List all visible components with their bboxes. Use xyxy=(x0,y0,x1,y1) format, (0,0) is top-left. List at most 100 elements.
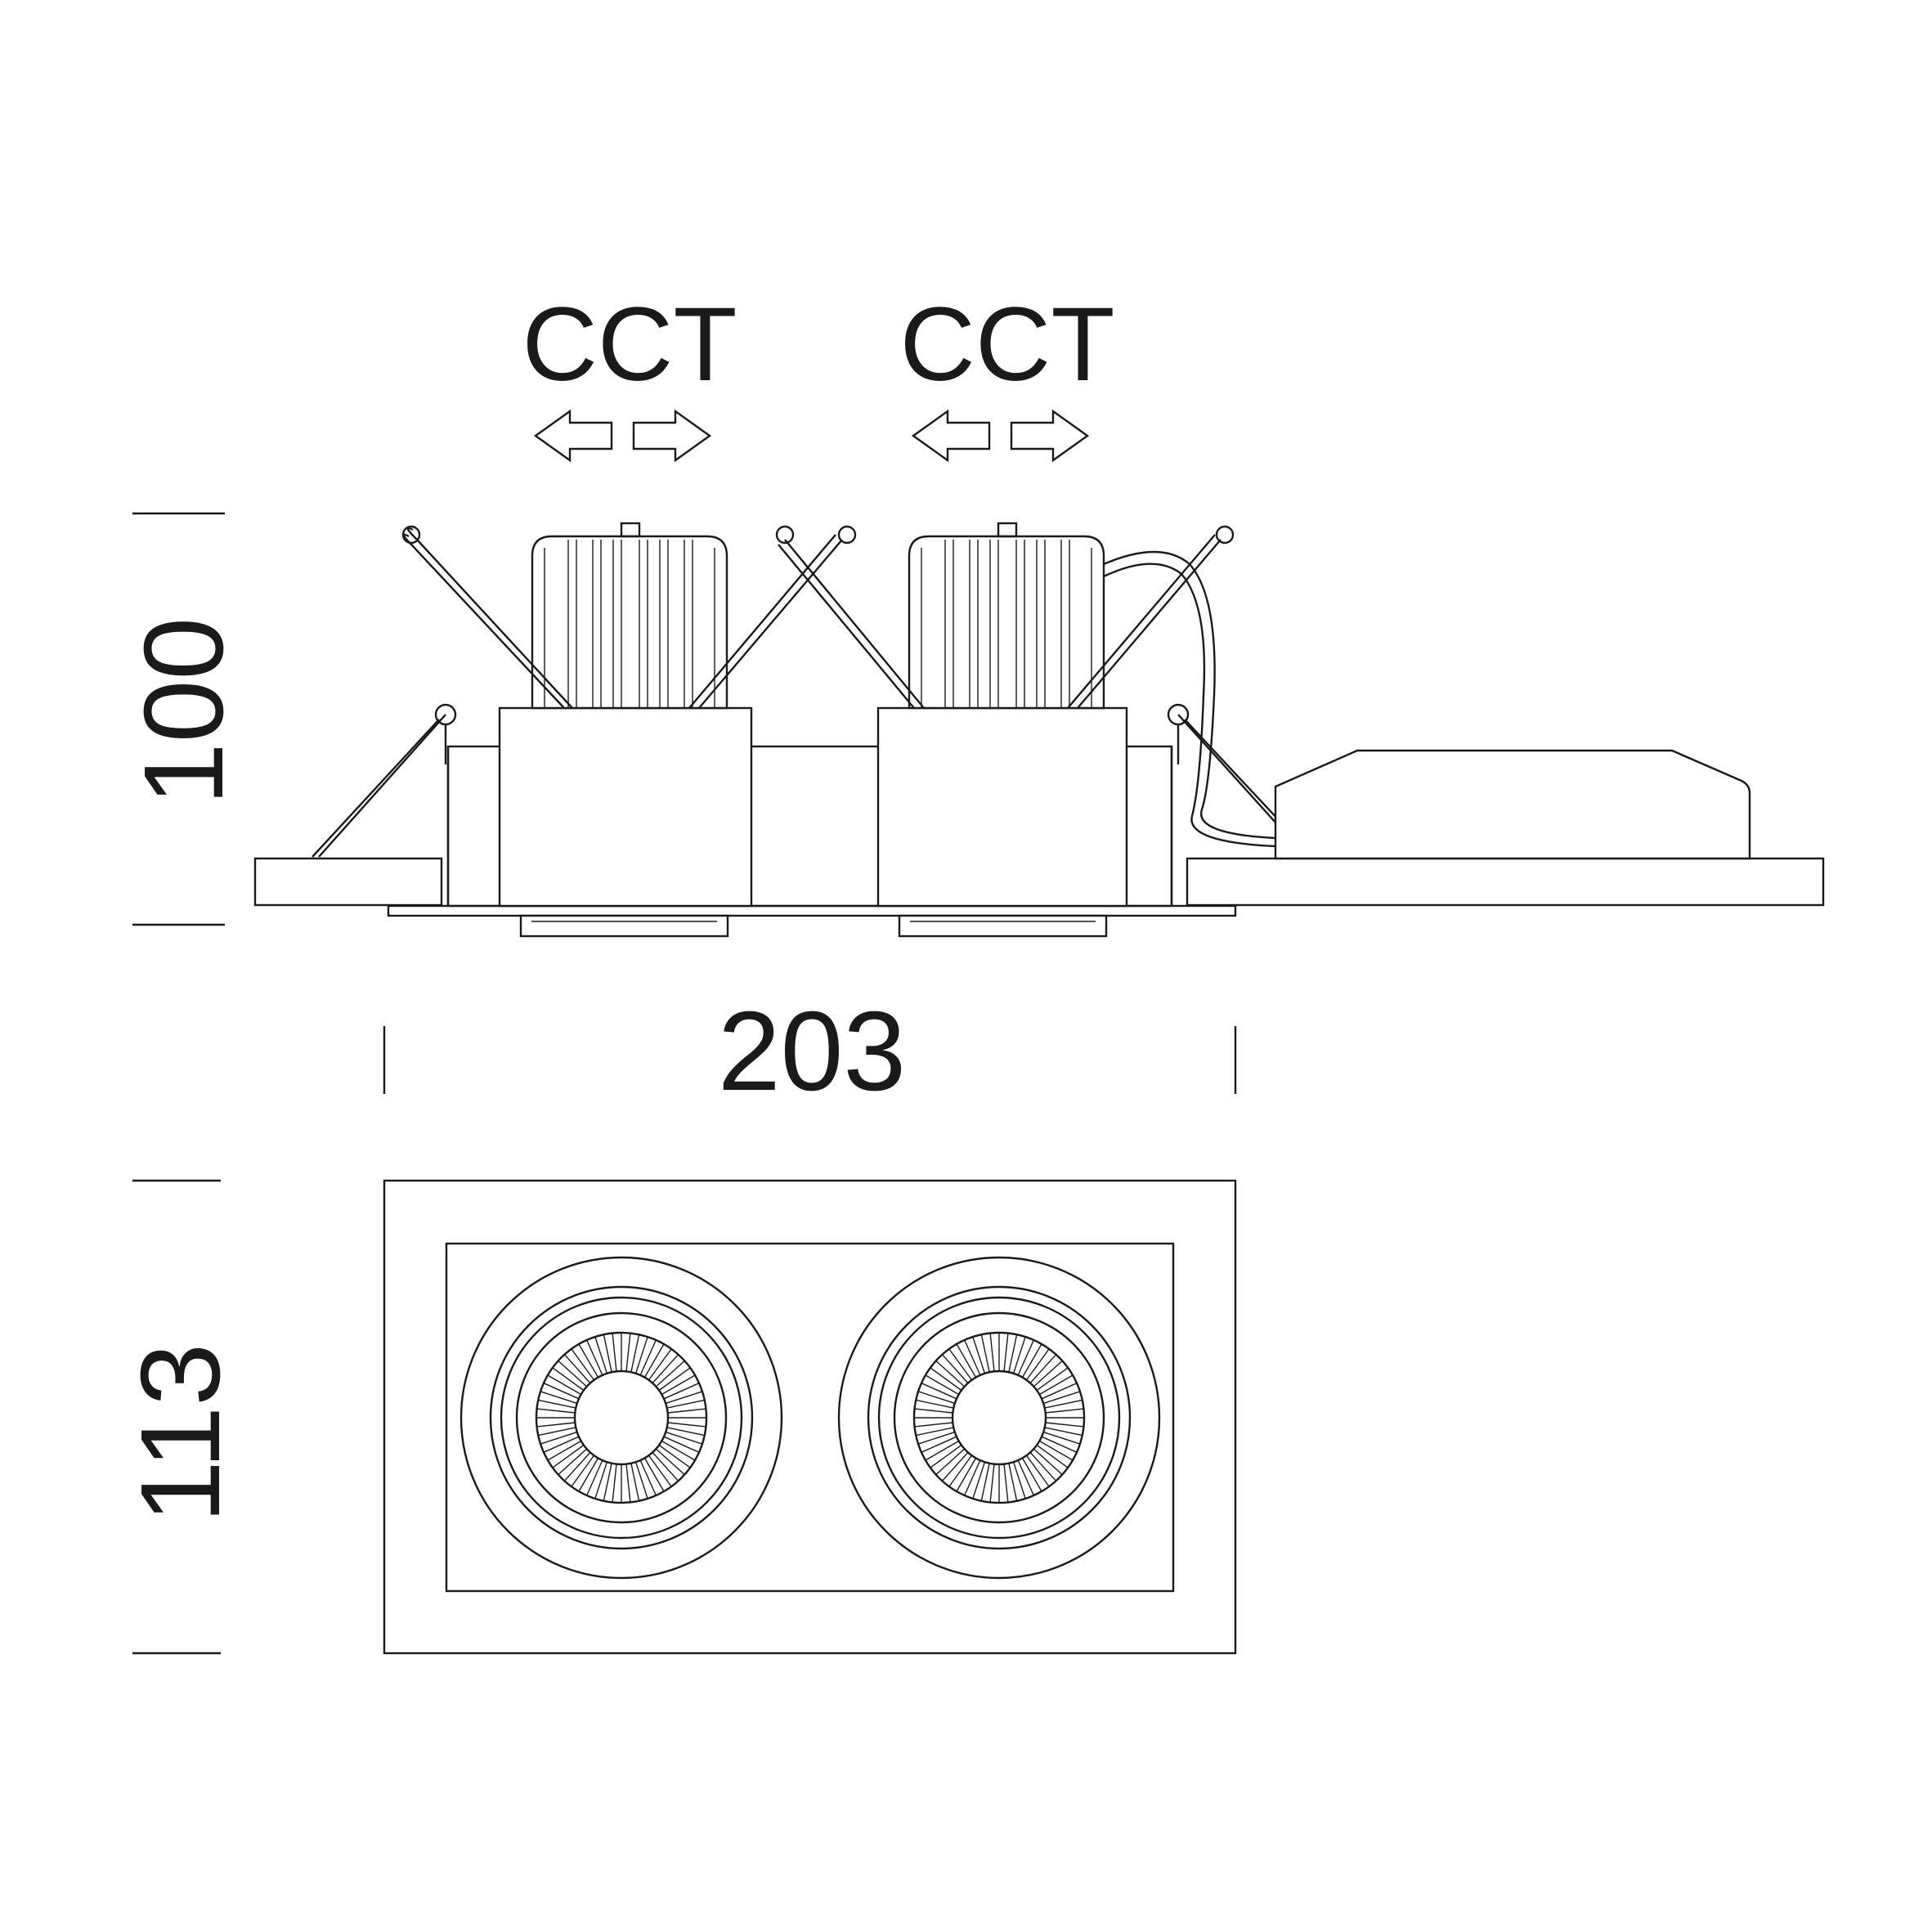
reflector-fin xyxy=(658,1367,691,1392)
lamp-top-left xyxy=(459,1256,783,1580)
reflector-fin xyxy=(1017,1459,1034,1496)
reflector-fin xyxy=(1008,1334,1018,1373)
reflector-fin xyxy=(1039,1374,1074,1396)
reflector-fin xyxy=(634,1336,648,1374)
reflector-fin xyxy=(980,1334,990,1373)
reflector-fin xyxy=(634,1461,648,1499)
reflector-fin xyxy=(935,1448,966,1476)
reflector-fin xyxy=(1025,1348,1050,1381)
reflector-fin xyxy=(665,1431,703,1445)
reflector-fin xyxy=(980,1463,990,1501)
reflector-fin xyxy=(594,1336,608,1374)
reflector-fin xyxy=(1044,1399,1083,1409)
reflector-fin xyxy=(586,1339,603,1376)
reflector-fin xyxy=(655,1448,685,1476)
reflector-fin xyxy=(1021,1458,1042,1492)
reflector-fin xyxy=(1036,1444,1069,1468)
reflector-fin xyxy=(956,1458,977,1492)
reflector-fin xyxy=(578,1343,599,1378)
cct-label-right: CCT xyxy=(899,286,1114,403)
reflector-fin xyxy=(547,1374,581,1396)
dimension-label-203: 203 xyxy=(718,988,906,1114)
reflector-fin xyxy=(547,1440,581,1461)
inner-frame xyxy=(445,1242,1175,1593)
reflector-fin xyxy=(643,1343,665,1378)
reflector-fin xyxy=(658,1444,691,1468)
module-box-left xyxy=(498,706,753,908)
reflector-fin xyxy=(652,1451,679,1481)
dimension-label-100: 100 xyxy=(121,617,247,805)
reflector-fin xyxy=(948,1348,973,1381)
ceiling-left xyxy=(253,857,443,907)
reflector-fin xyxy=(948,1455,973,1487)
reflector-fin xyxy=(586,1459,603,1496)
dimension-label-113: 113 xyxy=(118,1343,244,1523)
reflector-fin xyxy=(1036,1367,1069,1392)
reflector-fin xyxy=(603,1463,612,1501)
reflector-fin xyxy=(543,1436,580,1453)
reflector-fin xyxy=(1042,1391,1081,1405)
reflector-fin xyxy=(917,1431,956,1445)
reflector-fin xyxy=(956,1343,977,1378)
reflector-fin xyxy=(964,1339,981,1376)
reflector-fin xyxy=(661,1440,696,1461)
reflector-fin xyxy=(666,1427,705,1437)
lens-bezel-left xyxy=(519,914,729,938)
reflector-fin xyxy=(536,1422,576,1428)
heatsink-left xyxy=(531,522,728,710)
reflector-fin xyxy=(1012,1461,1026,1499)
reflector-fin xyxy=(655,1360,685,1387)
spring-clip-center-left xyxy=(775,525,925,709)
reflector-fin xyxy=(1029,1451,1057,1481)
reflector-fin xyxy=(972,1461,986,1499)
reflector-fin xyxy=(1042,1431,1081,1445)
reflector-fin xyxy=(543,1383,580,1400)
reflector-fin xyxy=(916,1399,954,1409)
reflector-fin xyxy=(661,1374,696,1396)
reflector-fin xyxy=(1029,1354,1057,1384)
reflector-fin xyxy=(666,1399,705,1409)
spring-clip-center-right xyxy=(688,525,857,709)
reflector-fin xyxy=(571,1455,595,1487)
reflector-fin xyxy=(989,1464,995,1503)
trim-plate xyxy=(387,904,1237,917)
reflector-fin xyxy=(563,1354,591,1384)
reflector-fin xyxy=(1012,1336,1026,1374)
reflector-fin xyxy=(648,1348,672,1381)
dimension-width: 203 xyxy=(383,988,1237,1114)
reflector-fin xyxy=(639,1459,657,1496)
module-box-right xyxy=(876,706,1128,908)
top-view: 113 xyxy=(118,1179,1237,1655)
reflector-fin xyxy=(578,1458,599,1492)
reflector-fin xyxy=(1003,1333,1009,1372)
reflector-fin xyxy=(625,1464,631,1503)
reflector-fin xyxy=(630,1334,640,1373)
reflector-fin xyxy=(941,1354,969,1384)
reflector-fin xyxy=(625,1333,631,1372)
reflector-fin xyxy=(1017,1339,1034,1376)
dimension-height-top: 113 xyxy=(118,1179,244,1655)
reflector-fin xyxy=(941,1451,969,1481)
reflector-fin xyxy=(914,1408,953,1414)
reflector-fin xyxy=(665,1391,703,1405)
reflector-fin xyxy=(1033,1360,1063,1387)
lens-bezel-right xyxy=(898,914,1108,938)
reflector-fin xyxy=(921,1436,957,1453)
reflector-fin xyxy=(652,1354,679,1384)
reflector-fin xyxy=(1021,1343,1042,1378)
reflector-fin xyxy=(1041,1383,1078,1400)
reflector-fin xyxy=(594,1461,608,1499)
reflector-fin xyxy=(917,1391,956,1405)
reflector-fin xyxy=(558,1448,588,1476)
reflector-fin xyxy=(552,1444,585,1468)
spring-clip-left xyxy=(401,525,573,709)
reflector-fin xyxy=(563,1451,591,1481)
reflector-fin xyxy=(930,1367,962,1392)
reflector-fin xyxy=(1008,1463,1018,1501)
reflector-fins xyxy=(914,1333,1084,1503)
side-view: CCT CCT 100 xyxy=(121,286,1825,938)
reflector-fin xyxy=(538,1427,576,1437)
reflector-fin xyxy=(648,1455,672,1487)
reflector-fin xyxy=(612,1333,617,1372)
reflector-fin xyxy=(1025,1455,1050,1487)
